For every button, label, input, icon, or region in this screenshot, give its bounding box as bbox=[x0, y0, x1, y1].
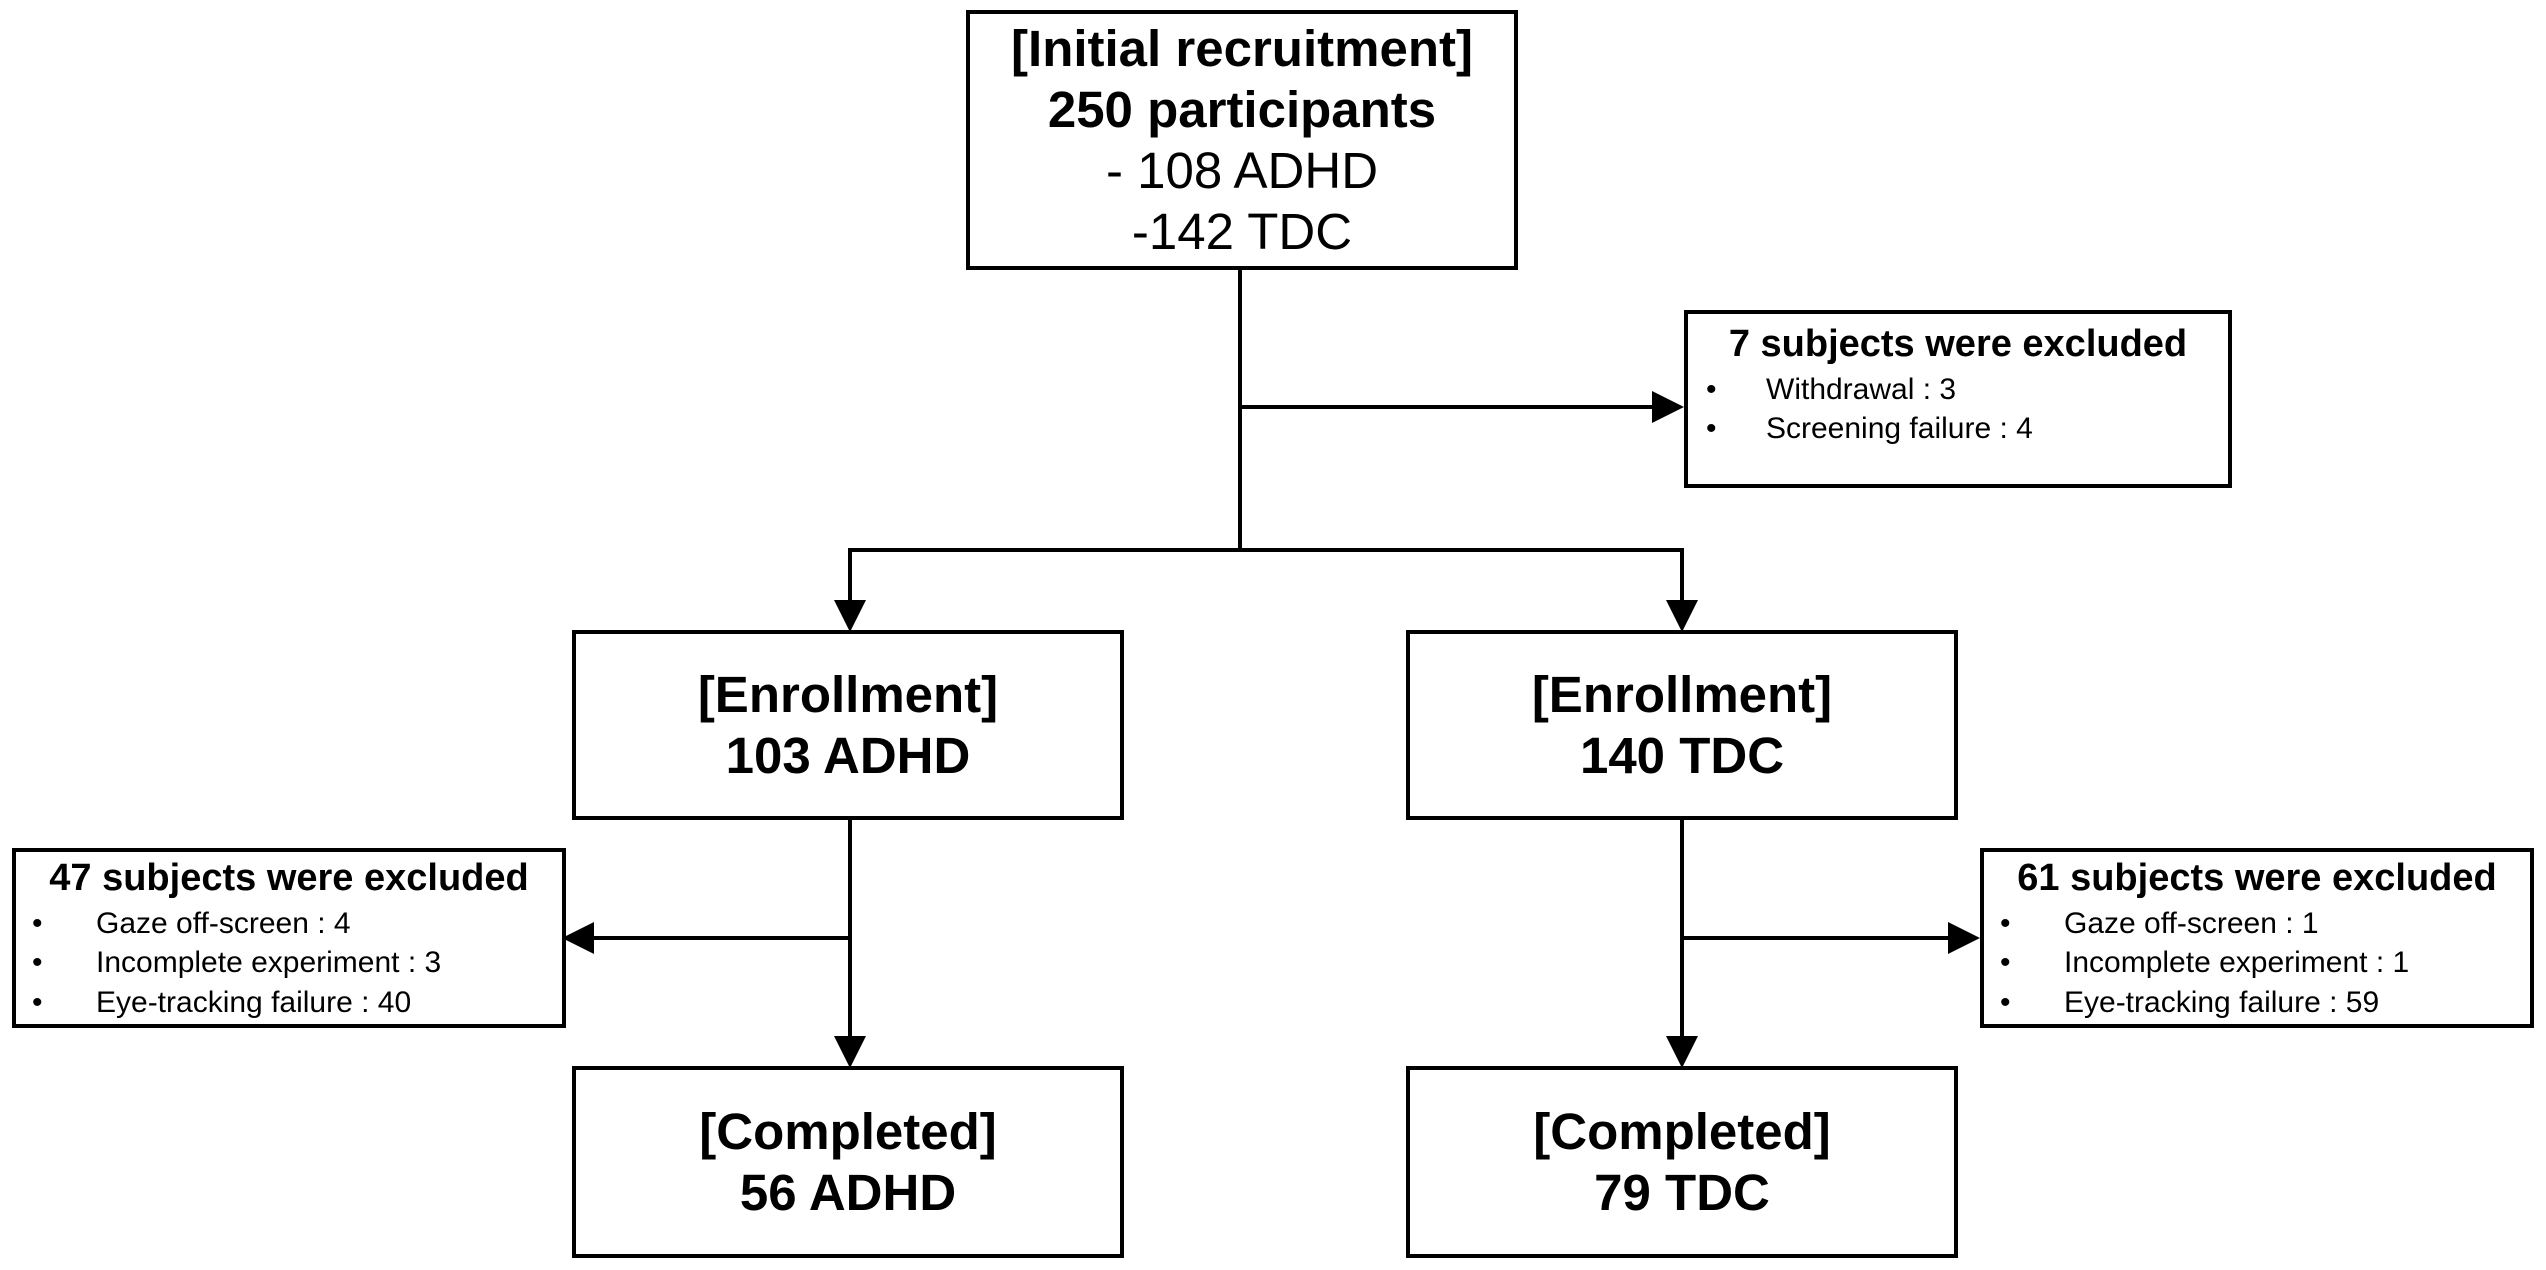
initial-recruitment-box: [Initial recruitment] 250 participants -… bbox=[966, 10, 1518, 270]
exclusion-adhd-header: 47 subjects were excluded bbox=[49, 857, 529, 899]
exclusion-top-box: 7 subjects were excluded • Withdrawal : … bbox=[1684, 310, 2232, 488]
initial-recruitment-title: [Initial recruitment] bbox=[1011, 19, 1473, 77]
bullet-icon: • bbox=[1706, 372, 1717, 406]
list-item: • Screening failure : 4 bbox=[1688, 409, 2228, 449]
completed-adhd-count: 56 ADHD bbox=[739, 1164, 957, 1221]
bullet-icon: • bbox=[32, 906, 43, 940]
bullet-icon: • bbox=[2000, 946, 2011, 980]
list-item-text: Withdrawal : 3 bbox=[1766, 372, 1957, 406]
initial-recruitment-adhd: - 108 ADHD bbox=[1105, 142, 1379, 199]
enrollment-adhd-title: [Enrollment] bbox=[697, 665, 999, 723]
list-item-text: Incomplete experiment : 1 bbox=[2064, 946, 2410, 980]
completed-adhd-title: [Completed] bbox=[699, 1102, 997, 1160]
list-item: • Eye-tracking failure : 40 bbox=[16, 983, 562, 1023]
enrollment-adhd-box: [Enrollment] 103 ADHD bbox=[572, 630, 1124, 820]
list-item: • Gaze off-screen : 1 bbox=[1984, 904, 2530, 944]
list-item-text: Screening failure : 4 bbox=[1766, 412, 2033, 446]
completed-tdc-count: 79 TDC bbox=[1594, 1164, 1770, 1221]
exclusion-adhd-box: 47 subjects were excluded • Gaze off-scr… bbox=[12, 848, 566, 1028]
list-item-text: Incomplete experiment : 3 bbox=[96, 946, 442, 980]
list-item-text: Gaze off-screen : 4 bbox=[96, 906, 351, 940]
list-item: • Eye-tracking failure : 59 bbox=[1984, 983, 2530, 1023]
enrollment-adhd-count: 103 ADHD bbox=[725, 727, 971, 784]
initial-recruitment-total: 250 participants bbox=[1047, 80, 1437, 138]
completed-tdc-title: [Completed] bbox=[1533, 1102, 1831, 1160]
exclusion-tdc-box: 61 subjects were excluded • Gaze off-scr… bbox=[1980, 848, 2534, 1028]
bullet-icon: • bbox=[32, 986, 43, 1020]
exclusion-tdc-list: • Gaze off-screen : 1 • Incomplete exper… bbox=[1984, 904, 2530, 1024]
exclusion-adhd-list: • Gaze off-screen : 4 • Incomplete exper… bbox=[16, 904, 562, 1024]
list-item-text: Eye-tracking failure : 59 bbox=[2064, 986, 2380, 1020]
completed-adhd-box: [Completed] 56 ADHD bbox=[572, 1066, 1124, 1258]
bullet-icon: • bbox=[32, 946, 43, 980]
enrollment-tdc-box: [Enrollment] 140 TDC bbox=[1406, 630, 1958, 820]
list-item: • Gaze off-screen : 4 bbox=[16, 904, 562, 944]
list-item-text: Gaze off-screen : 1 bbox=[2064, 906, 2319, 940]
exclusion-top-header: 7 subjects were excluded bbox=[1728, 323, 2188, 365]
list-item: • Incomplete experiment : 3 bbox=[16, 943, 562, 983]
enrollment-tdc-title: [Enrollment] bbox=[1531, 665, 1833, 723]
initial-recruitment-tdc: -142 TDC bbox=[1131, 203, 1353, 261]
exclusion-tdc-header: 61 subjects were excluded bbox=[2017, 857, 2497, 899]
enrollment-tdc-count: 140 TDC bbox=[1579, 727, 1785, 784]
completed-tdc-box: [Completed] 79 TDC bbox=[1406, 1066, 1958, 1258]
bullet-icon: • bbox=[2000, 986, 2011, 1020]
bullet-icon: • bbox=[1706, 412, 1717, 446]
exclusion-top-list: • Withdrawal : 3 • Screening failure : 4 bbox=[1688, 370, 2228, 450]
bullet-icon: • bbox=[2000, 906, 2011, 940]
list-item: • Incomplete experiment : 1 bbox=[1984, 943, 2530, 983]
list-item: • Withdrawal : 3 bbox=[1688, 370, 2228, 410]
list-item-text: Eye-tracking failure : 40 bbox=[96, 986, 412, 1020]
